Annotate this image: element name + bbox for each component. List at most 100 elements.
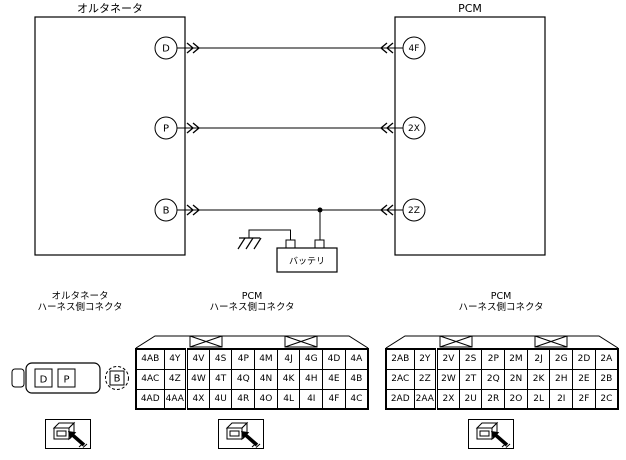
pin-4H: 4H xyxy=(299,368,324,390)
pin-2X: 2X xyxy=(435,388,460,410)
terminal-circle xyxy=(402,36,426,60)
pcm4-connector-title: PCM ハーネス側コネクタ xyxy=(192,291,312,313)
pin-d: D xyxy=(40,375,48,386)
pin-2S: 2S xyxy=(458,348,483,370)
pin-2W: 2W xyxy=(435,368,460,390)
pin-2AD: 2AD xyxy=(385,388,415,410)
pin-p: P xyxy=(63,375,69,386)
connector-arrow-icon xyxy=(379,122,394,134)
connector-title-line: ハーネス側コネクタ xyxy=(209,302,295,313)
pin-4I: 4I xyxy=(299,388,324,410)
terminal-d: D xyxy=(162,44,170,55)
pin-b: B xyxy=(114,374,121,385)
pin-2Z: 2Z xyxy=(413,368,438,390)
lock-x-icon xyxy=(284,335,318,348)
lock-x-icon xyxy=(189,335,223,348)
pin-2O: 2O xyxy=(504,388,528,410)
pin-4L: 4L xyxy=(276,388,301,410)
connector-view-icon xyxy=(225,421,261,448)
pin-2D: 2D xyxy=(572,348,596,370)
pin-2AA: 2AA xyxy=(413,388,438,410)
alternator-connector-title: オルタネータ ハーネス側コネクタ xyxy=(20,291,140,313)
pin-2R: 2R xyxy=(481,388,506,410)
wire-d-4f: D 4F xyxy=(154,36,426,60)
terminal-circle xyxy=(402,198,426,222)
pin-2T: 2T xyxy=(458,368,483,390)
lock-x-icon xyxy=(439,335,473,348)
terminal-4f: 4F xyxy=(409,44,420,54)
pin-2L: 2L xyxy=(526,388,551,410)
terminal-circle xyxy=(402,116,426,140)
pcm2-connector-view-box xyxy=(468,419,514,449)
pin-4AC: 4AC xyxy=(135,368,165,390)
pin-2AB: 2AB xyxy=(385,348,415,370)
terminal-2x: 2X xyxy=(408,124,420,134)
pin-4U: 4U xyxy=(208,388,233,410)
pin-4C: 4C xyxy=(344,388,369,410)
connector-title-line: オルタネータ xyxy=(51,291,109,302)
pin-2I: 2I xyxy=(549,388,574,410)
pin-4G: 4G xyxy=(299,348,324,370)
pin-4AB: 4AB xyxy=(135,348,165,370)
terminal-b: B xyxy=(163,206,170,217)
pin-4M: 4M xyxy=(254,348,278,370)
pin-4W: 4W xyxy=(185,368,210,390)
pin-4Y: 4Y xyxy=(163,348,188,370)
alternator-connector-view-box xyxy=(45,419,91,449)
pin-2A: 2A xyxy=(594,348,619,370)
battery-label: バッテリ xyxy=(289,256,325,267)
pin-4D: 4D xyxy=(322,348,346,370)
pin-4AA: 4AA xyxy=(163,388,188,410)
alternator-label: オルタネータ xyxy=(77,2,143,15)
circuit-diagram: オルタネータ PCM D 4F P 2X B xyxy=(34,2,546,273)
connector-title-line: ハーネス側コネクタ xyxy=(37,302,123,313)
connector-title-line: PCM xyxy=(490,291,512,302)
battery-terminal xyxy=(314,239,325,249)
pin-2V: 2V xyxy=(435,348,460,370)
pin-2K: 2K xyxy=(526,368,551,390)
connector-arrow-icon xyxy=(379,42,394,54)
alternator-connector-drawing: D P B xyxy=(11,362,129,394)
pin-b-cavity xyxy=(109,370,125,386)
connector-title-line: PCM xyxy=(241,291,263,302)
pin-4AD: 4AD xyxy=(135,388,165,410)
wire-p-2x: P 2X xyxy=(154,116,426,140)
pin-4Z: 4Z xyxy=(163,368,188,390)
battery-box xyxy=(276,247,338,273)
pin-2M: 2M xyxy=(504,348,528,370)
pin-4S: 4S xyxy=(208,348,233,370)
connector-arrow-icon xyxy=(186,42,201,54)
pin-4F: 4F xyxy=(322,388,346,410)
pin-2Q: 2Q xyxy=(481,368,506,390)
pin-4K: 4K xyxy=(276,368,301,390)
pin-4E: 4E xyxy=(322,368,346,390)
pin-2N: 2N xyxy=(504,368,528,390)
connector-arrow-icon xyxy=(186,122,201,134)
pin-4V: 4V xyxy=(185,348,210,370)
battery-branch: バッテリ xyxy=(237,207,338,273)
terminal-circle xyxy=(154,198,178,222)
lock-x-icon xyxy=(534,335,568,348)
pin-2P: 2P xyxy=(481,348,506,370)
pin-4Q: 4Q xyxy=(231,368,256,390)
pin-p-cavity xyxy=(57,368,76,388)
connector-lock-rail xyxy=(385,335,619,348)
ground-icon xyxy=(237,237,262,250)
pin-2H: 2H xyxy=(549,368,574,390)
pin-4J: 4J xyxy=(276,348,301,370)
pin-2C: 2C xyxy=(594,388,619,410)
pin-4R: 4R xyxy=(231,388,256,410)
connector-arrow-icon xyxy=(186,204,201,216)
terminal-circle xyxy=(154,36,178,60)
pin-d-cavity xyxy=(34,368,53,388)
pin-4P: 4P xyxy=(231,348,256,370)
